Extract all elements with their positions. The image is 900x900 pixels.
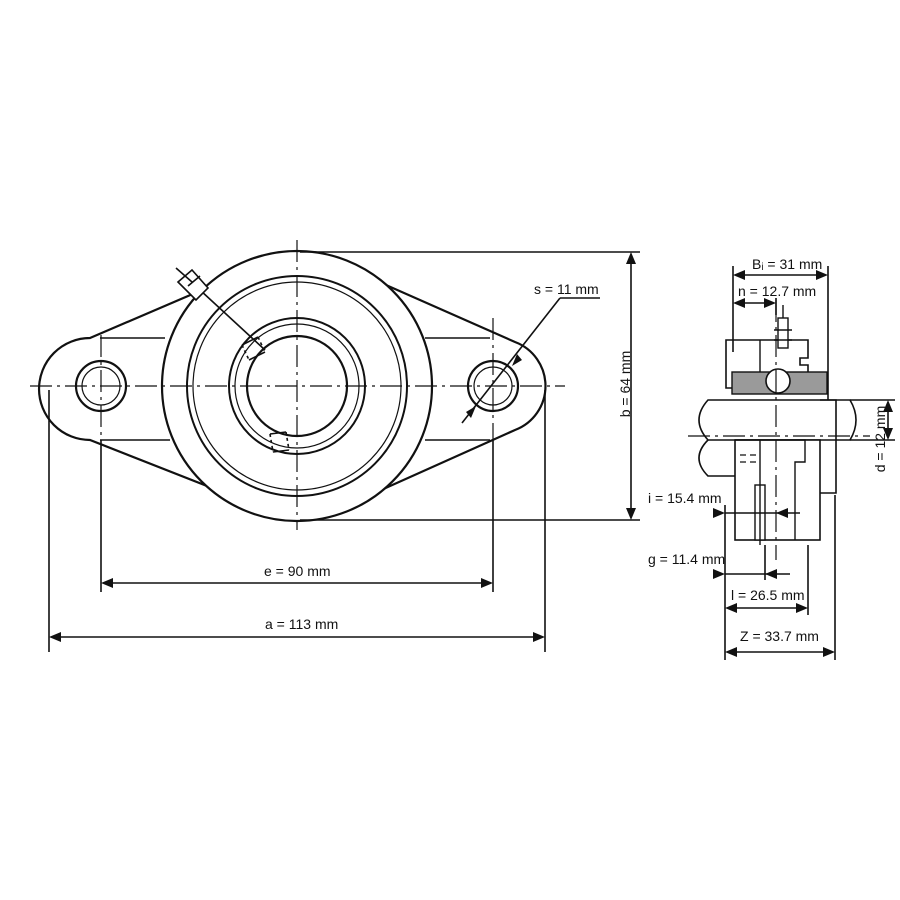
dim-bi-label: Bᵢ = 31 mm xyxy=(752,256,823,272)
side-dimensions xyxy=(713,266,895,660)
dim-s-label: s = 11 mm xyxy=(534,281,599,297)
shaft xyxy=(698,399,857,441)
dim-b-label: b = 64 mm xyxy=(617,350,633,418)
dim-l-label: l = 26.5 mm xyxy=(731,587,805,603)
dim-e-label: e = 90 mm xyxy=(264,563,331,579)
front-view xyxy=(30,240,565,530)
dim-i-label: i = 15.4 mm xyxy=(648,490,722,506)
flange-outline xyxy=(37,276,547,497)
dim-d-label: d = 12 mm xyxy=(872,405,888,473)
dim-a-label: a = 113 mm xyxy=(265,616,339,632)
front-dimensions xyxy=(48,251,640,652)
dim-g-label: g = 11.4 mm xyxy=(648,551,726,567)
dim-n-label: n = 12.7 mm xyxy=(738,283,817,299)
dim-z-label: Z = 33.7 mm xyxy=(740,628,819,644)
side-view xyxy=(688,300,870,560)
grease-nipple xyxy=(175,267,266,351)
bearing-ball xyxy=(765,368,791,394)
